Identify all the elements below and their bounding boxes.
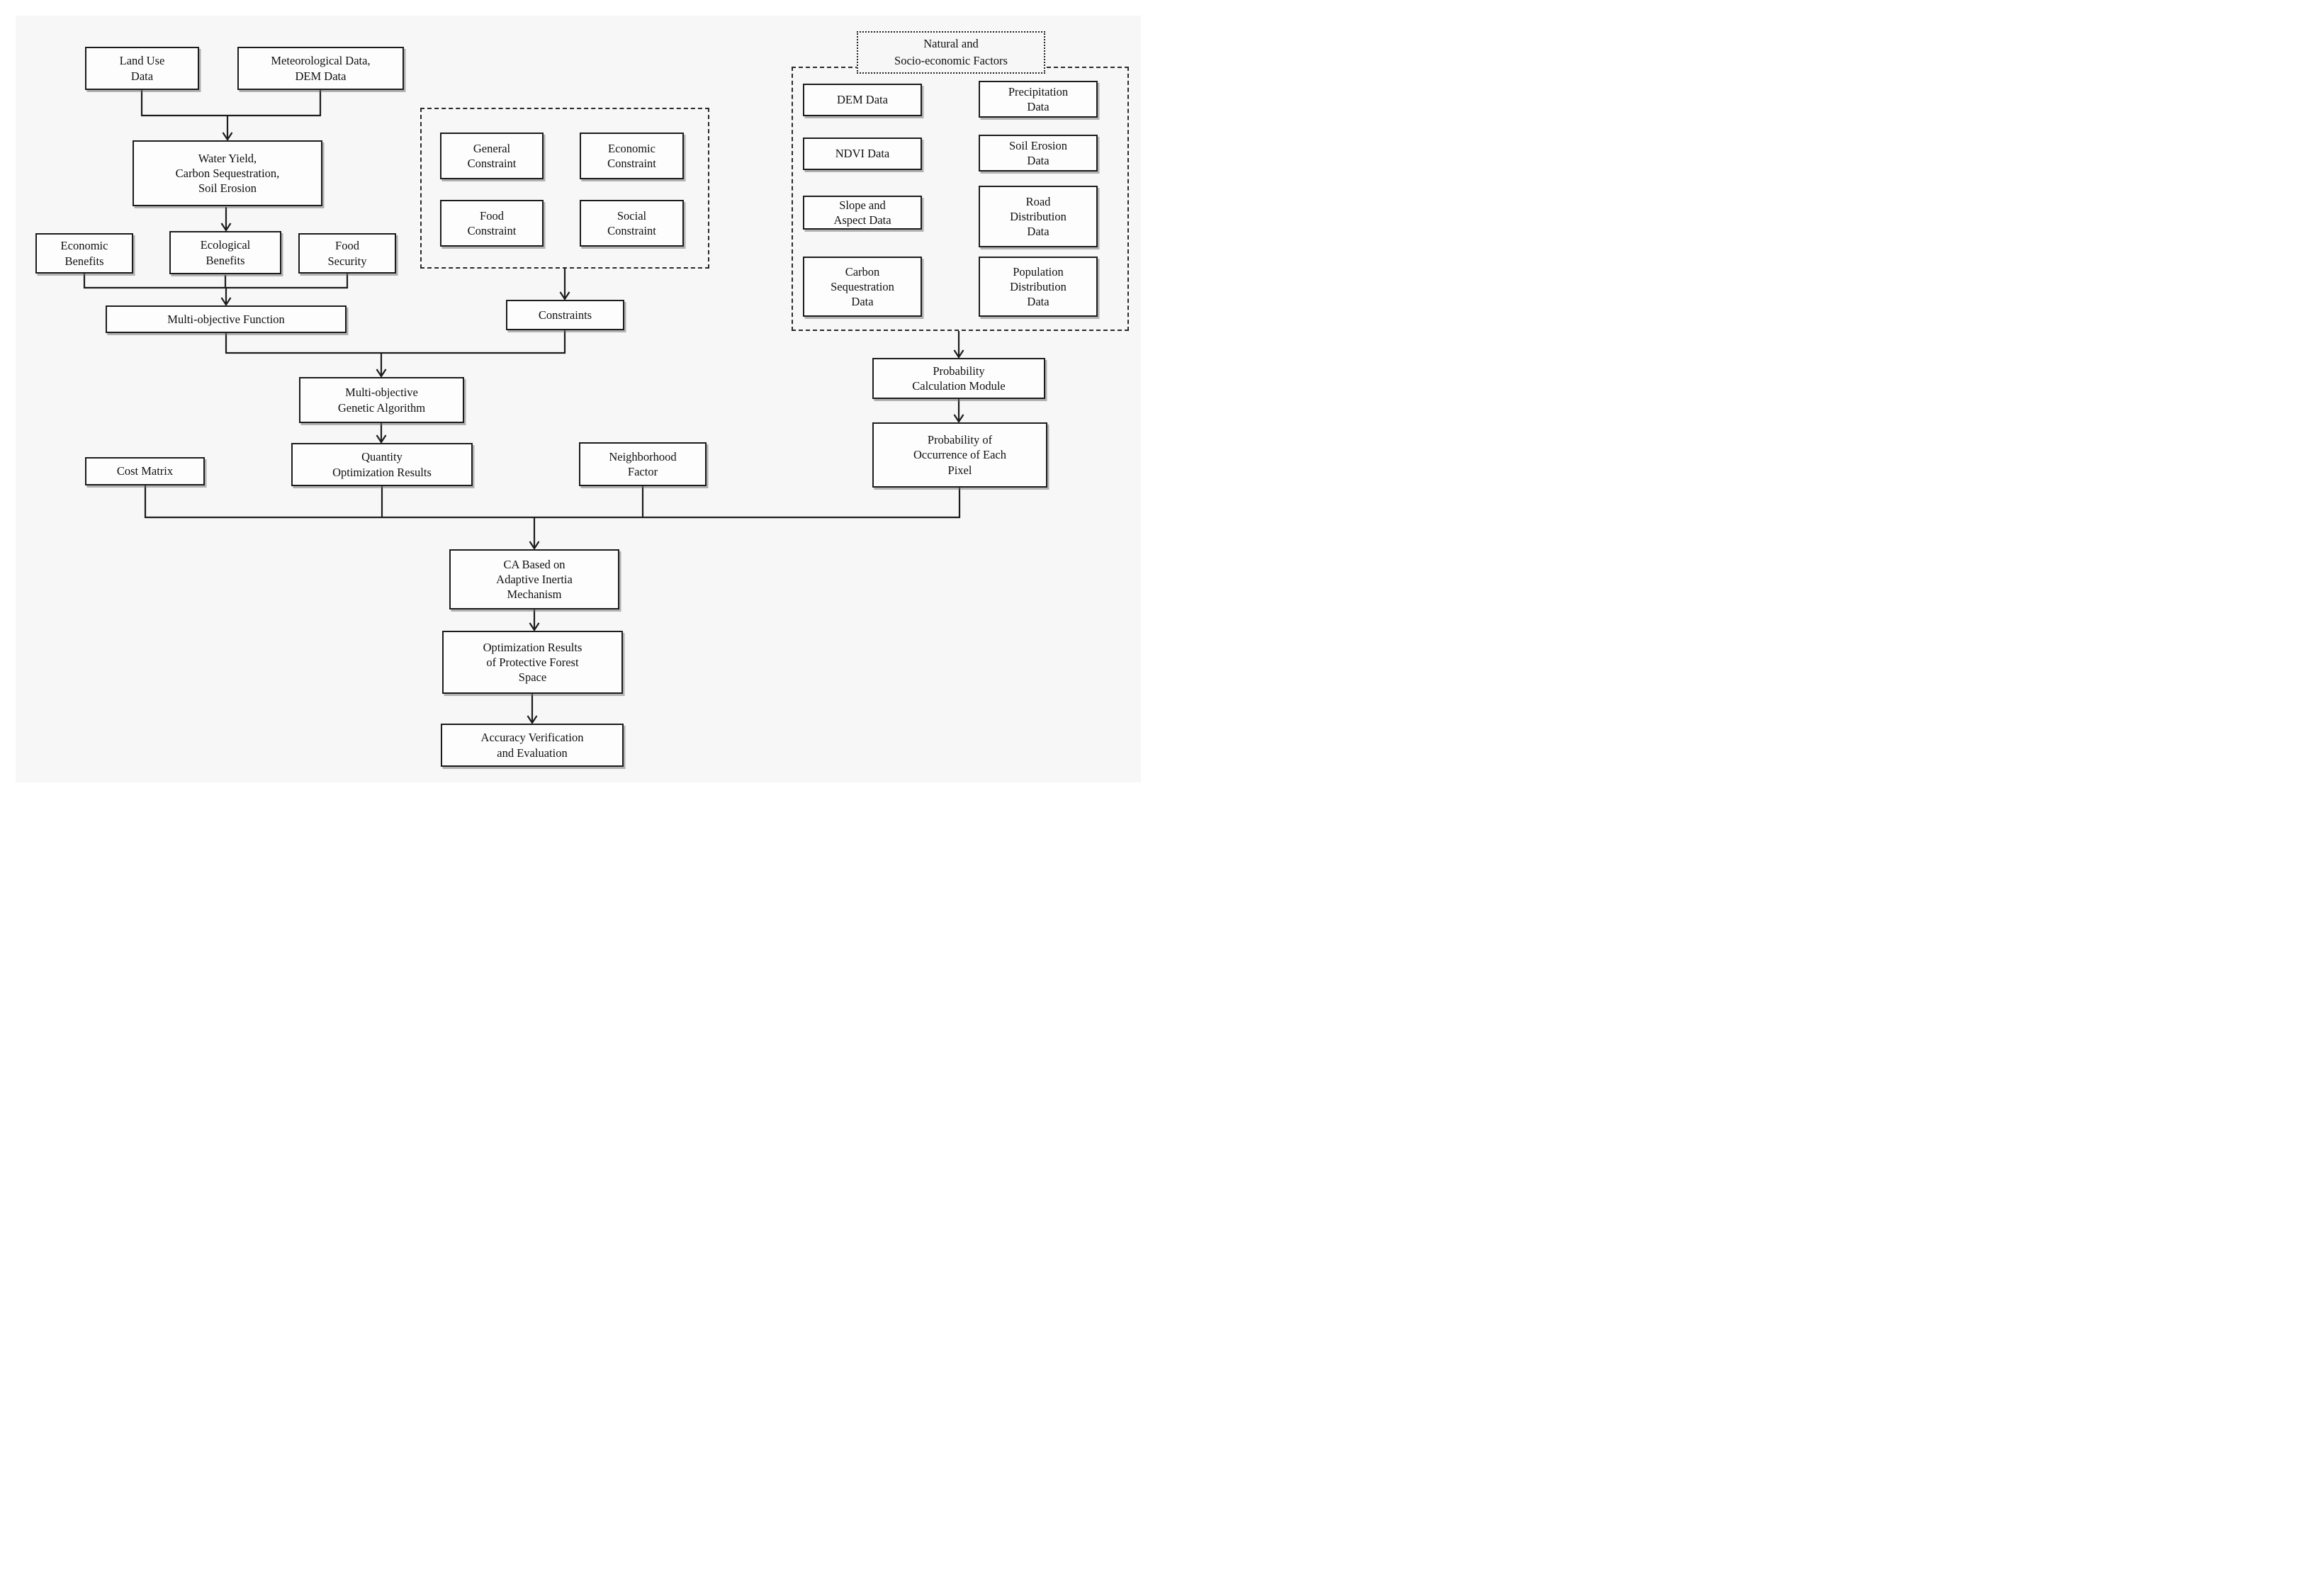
node-meteorological-dem-data: Meteorological Data, DEM Data (237, 47, 404, 90)
node-slope-aspect-data: Slope and Aspect Data (803, 196, 922, 230)
node-neighborhood-factor: Neighborhood Factor (579, 442, 707, 486)
node-quantity-optimization-results: Quantity Optimization Results (291, 443, 473, 486)
node-land-use-data: Land Use Data (85, 47, 199, 90)
node-ca-adaptive-inertia: CA Based on Adaptive Inertia Mechanism (449, 549, 619, 609)
node-water-yield-carbon-soil: Water Yield, Carbon Sequestration, Soil … (133, 140, 322, 206)
node-precipitation-data: Precipitation Data (979, 81, 1098, 118)
node-optimization-results-space: Optimization Results of Protective Fores… (442, 631, 623, 694)
node-food-constraint: Food Constraint (440, 200, 544, 247)
node-carbon-sequestration-data: Carbon Sequestration Data (803, 257, 922, 317)
node-population-distribution-data: Population Distribution Data (979, 257, 1098, 317)
node-economic-constraint: Economic Constraint (580, 133, 684, 179)
node-cost-matrix: Cost Matrix (85, 457, 205, 485)
node-social-constraint: Social Constraint (580, 200, 684, 247)
node-multi-objective-function: Multi-objective Function (106, 305, 347, 333)
node-food-security: Food Security (298, 233, 396, 274)
node-ndvi-data: NDVI Data (803, 137, 922, 170)
flowchart-page: { "diagram": { "background_color": "#f7f… (0, 0, 1156, 798)
constraints-group-box (420, 108, 709, 269)
node-constraints: Constraints (506, 300, 624, 330)
node-probability-of-occurrence: Probability of Occurrence of Each Pixel (872, 422, 1047, 488)
factors-group-title: Natural and Socio-economic Factors (857, 31, 1045, 74)
node-dem-data: DEM Data (803, 84, 922, 116)
node-soil-erosion-data: Soil Erosion Data (979, 135, 1098, 172)
node-general-constraint: General Constraint (440, 133, 544, 179)
node-economic-benefits: Economic Benefits (35, 233, 133, 274)
node-road-distribution-data: Road Distribution Data (979, 186, 1098, 247)
node-accuracy-verification: Accuracy Verification and Evaluation (441, 724, 624, 767)
node-multi-objective-genetic-algorithm: Multi-objective Genetic Algorithm (299, 377, 464, 423)
node-probability-calculation-module: Probability Calculation Module (872, 358, 1045, 399)
node-ecological-benefits: Ecological Benefits (169, 231, 281, 274)
